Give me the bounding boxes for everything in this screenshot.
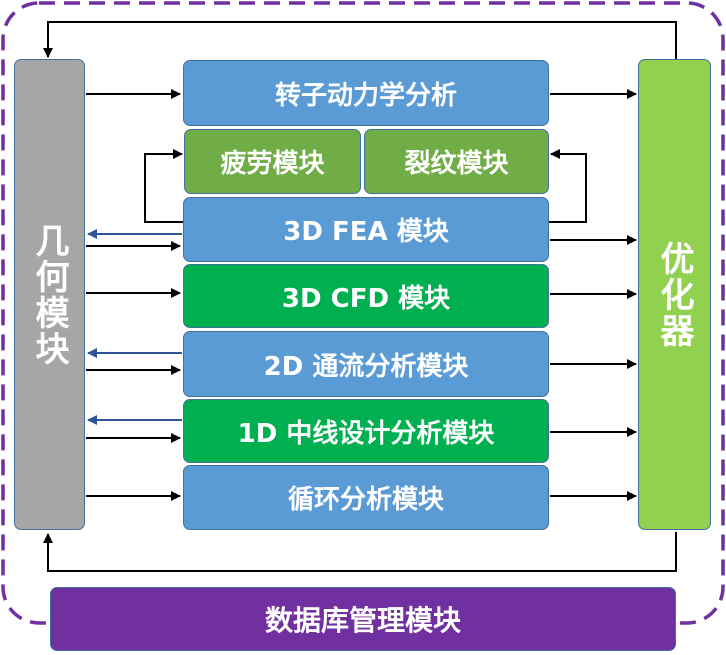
throughflow-module: 2D 通流分析模块 bbox=[183, 331, 549, 397]
cycle-analysis-module: 循环分析模块 bbox=[183, 465, 549, 530]
database-module: 数据库管理模块 bbox=[50, 587, 676, 651]
geometry-module: 几何模块 bbox=[14, 59, 85, 530]
arrow-optimizer-to-geometry-top bbox=[43, 21, 677, 60]
meanline-module: 1D 中线设计分析模块 bbox=[183, 399, 549, 463]
crack-module: 裂纹模块 bbox=[364, 129, 549, 194]
fea-module: 3D FEA 模块 bbox=[183, 197, 549, 262]
cfd-module: 3D CFD 模块 bbox=[183, 264, 549, 328]
arrow-fea-to-crack bbox=[549, 149, 587, 223]
optimizer-module: 优化器 bbox=[638, 59, 711, 530]
arrow-fea-to-fatigue bbox=[144, 149, 184, 223]
arrow-optimizer-to-geometry-bottom bbox=[43, 532, 677, 572]
rotor-dynamics-module: 转子动力学分析 bbox=[183, 60, 549, 126]
fatigue-module: 疲劳模块 bbox=[184, 129, 361, 194]
